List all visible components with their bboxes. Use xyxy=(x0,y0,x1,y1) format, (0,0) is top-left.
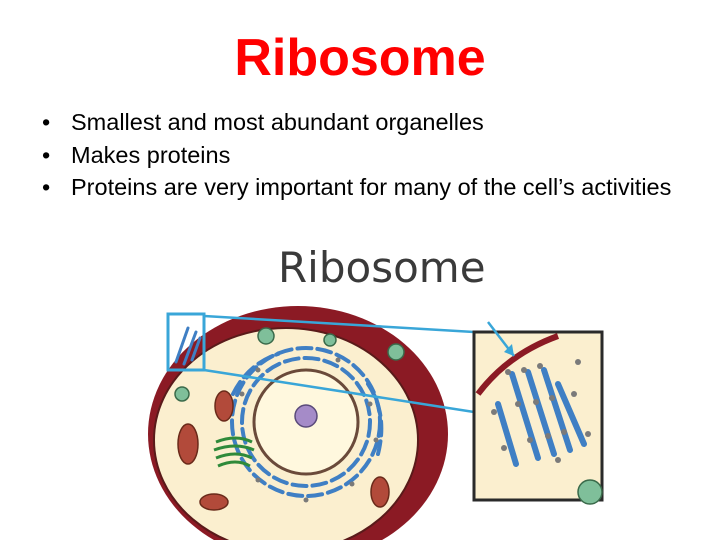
inset-ribosomes xyxy=(491,359,591,463)
zoom-inset-icon xyxy=(472,330,604,505)
bullet-item: • Makes proteins xyxy=(40,141,700,170)
bullet-item: • Proteins are very important for many o… xyxy=(40,173,700,202)
bullet-text: Makes proteins xyxy=(71,141,231,168)
inset-er xyxy=(495,367,587,467)
figure-label: Ribosome xyxy=(278,244,486,292)
pointer-arrow-icon xyxy=(487,321,515,357)
bullet-list: • Smallest and most abundant organelles … xyxy=(40,108,700,206)
cell-diagram: Ribosome xyxy=(148,244,604,540)
cell-icon xyxy=(148,306,448,540)
ribosome-figure: Ribosome xyxy=(138,244,608,540)
highlighted-er xyxy=(174,326,202,366)
nucleolus xyxy=(294,404,318,428)
bullet-dot: • xyxy=(42,174,51,201)
mitochondria xyxy=(177,390,390,511)
bullet-dot: • xyxy=(42,141,51,168)
highlight-box xyxy=(166,312,206,372)
golgi xyxy=(213,436,255,468)
bullet-text: Proteins are very important for many of … xyxy=(71,174,672,201)
vesicles xyxy=(174,327,405,402)
slide-title: Ribosome xyxy=(234,29,486,87)
bullet-item: • Smallest and most abundant organelles xyxy=(40,108,700,137)
bullet-text: Smallest and most abundant organelles xyxy=(71,109,484,135)
rough-er xyxy=(230,346,384,498)
zoom-lines xyxy=(203,314,475,414)
bullet-dot: • xyxy=(42,109,51,135)
ribosome-dots xyxy=(239,357,379,503)
